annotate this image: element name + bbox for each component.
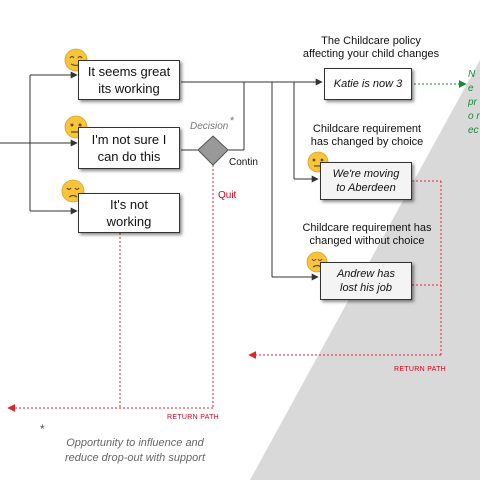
footnote-text: Opportunity to influence and reduce drop… <box>64 437 206 464</box>
footnote-asterisk: * <box>40 422 45 436</box>
return-path-label-left: RETURN PATH <box>167 414 220 421</box>
box-katie: Katie is now 3 <box>324 68 412 100</box>
quit-label: Quit <box>218 190 237 201</box>
contin-label: Contin <box>229 157 258 168</box>
without-choice-header: Childcare requirement has changed withou… <box>302 222 432 247</box>
green-outcome-text: Ne pro rec <box>468 69 480 136</box>
decision-asterisk: * <box>230 115 235 127</box>
box-not-sure: I'm not sure I can do this <box>78 127 180 169</box>
return-path-label-right: RETURN PATH <box>394 366 447 373</box>
box-seems-great: It seems great its working <box>78 60 180 100</box>
decision-label: Decision <box>190 121 229 132</box>
policy-header: The Childcare policy affecting your chil… <box>302 35 440 60</box>
choice-header: Childcare requirement has changed by cho… <box>310 123 424 148</box>
box-not-working: It's not working <box>78 193 180 233</box>
box-moving: We're moving to Aberdeen <box>320 162 412 200</box>
box-andrew: Andrew has lost his job <box>320 262 412 300</box>
decision-diamond <box>197 135 229 166</box>
